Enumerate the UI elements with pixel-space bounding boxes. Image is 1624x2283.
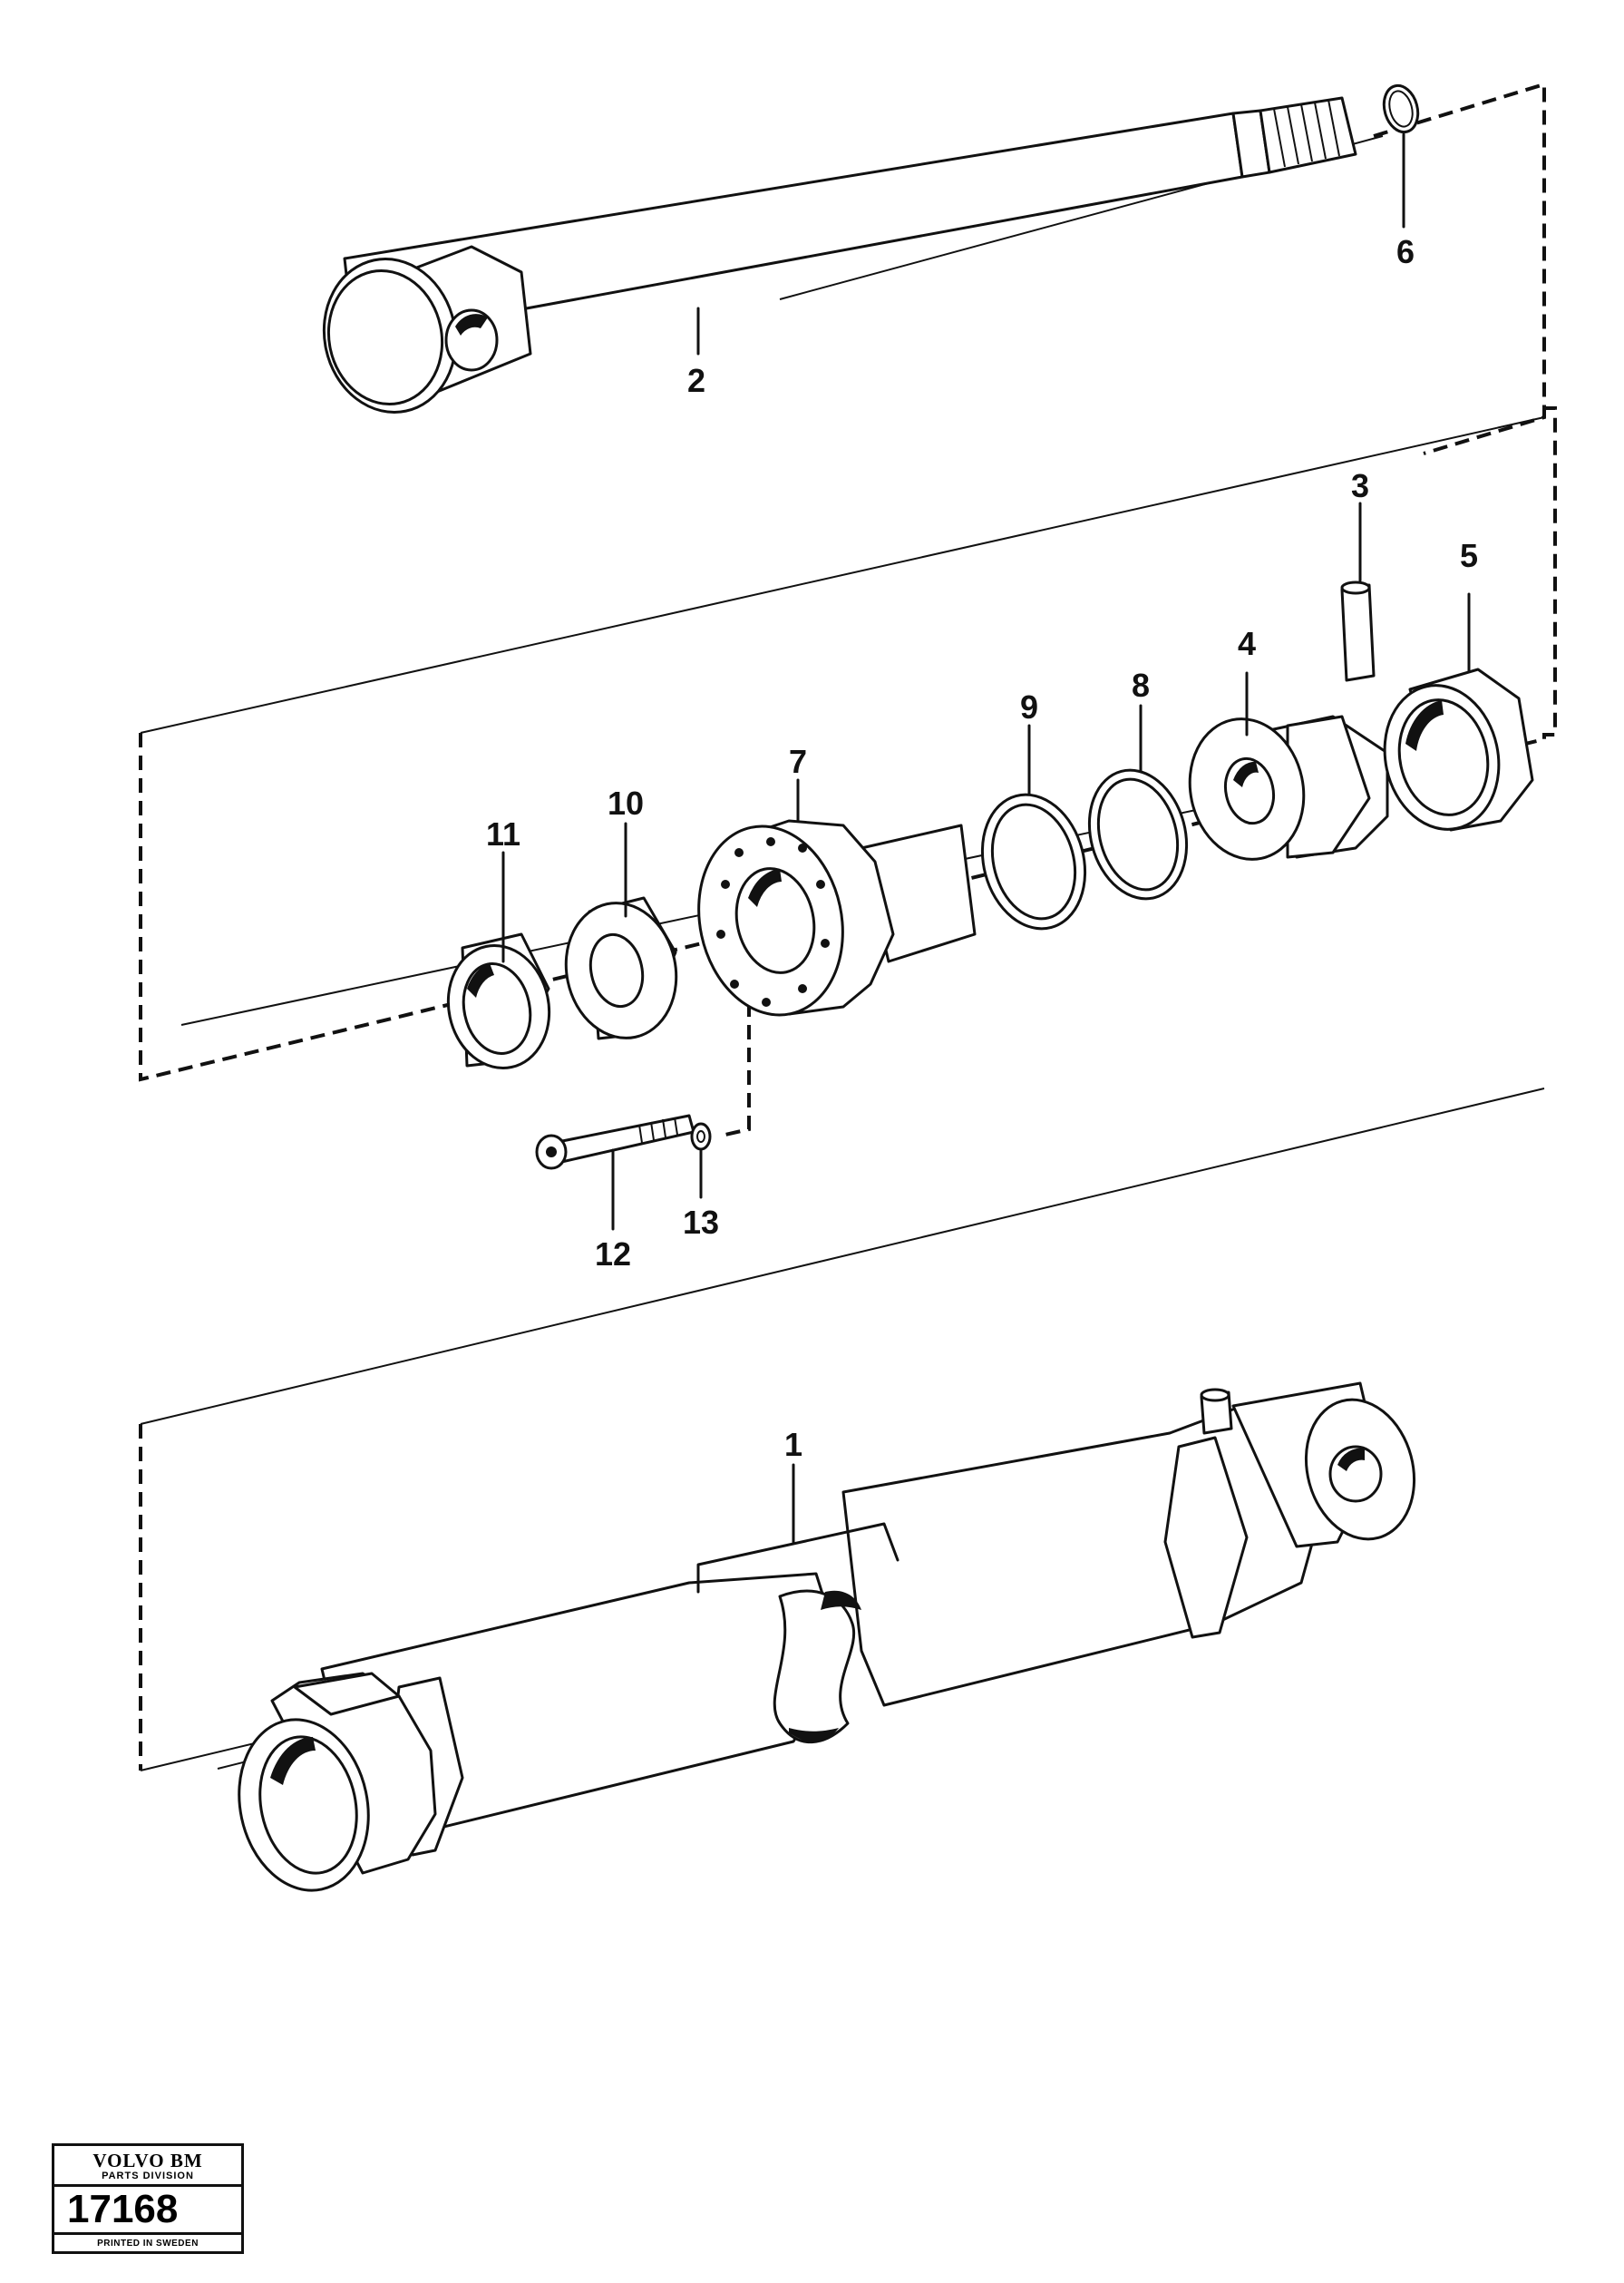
badge-division: PARTS DIVISION — [54, 2171, 241, 2187]
badge-brand: VOLVO BM — [92, 2150, 203, 2171]
label-1: 1 — [784, 1426, 802, 1463]
socket-screw — [535, 1114, 695, 1231]
frame-middle-group — [139, 406, 1557, 1137]
locking-pin — [1340, 502, 1376, 682]
label-5: 5 — [1460, 537, 1478, 574]
callout-labels: 1 2 3 4 5 6 7 8 9 10 11 12 13 — [486, 233, 1478, 1463]
seal-ring — [1087, 704, 1189, 901]
piston — [1188, 671, 1389, 861]
label-9: 9 — [1020, 688, 1038, 726]
label-2: 2 — [687, 362, 705, 399]
label-6: 6 — [1396, 233, 1415, 270]
label-3: 3 — [1351, 467, 1369, 504]
guide-ring — [564, 822, 678, 1040]
label-10: 10 — [608, 785, 644, 822]
badge-number: 17168 — [54, 2187, 241, 2235]
badge-printed: PRINTED IN SWEDEN — [97, 2239, 199, 2249]
frame-rod-group — [1373, 82, 1546, 455]
wiper-seal — [446, 851, 551, 1069]
label-8: 8 — [1132, 667, 1150, 704]
label-13: 13 — [683, 1204, 719, 1241]
cylinder-head — [697, 778, 977, 1017]
washer — [690, 1122, 712, 1199]
middle-group-parts — [180, 502, 1534, 1231]
parts-division-badge: VOLVO BM PARTS DIVISION 17168 PRINTED IN… — [52, 2143, 244, 2254]
label-7: 7 — [789, 743, 807, 780]
o-ring — [1382, 83, 1420, 229]
label-12: 12 — [595, 1235, 631, 1273]
piston-seal — [1383, 592, 1534, 832]
cylinder-tube — [217, 1381, 1416, 1892]
label-11: 11 — [486, 815, 520, 853]
label-4: 4 — [1238, 625, 1256, 662]
backup-ring — [980, 724, 1087, 931]
piston-rod — [322, 96, 1384, 414]
